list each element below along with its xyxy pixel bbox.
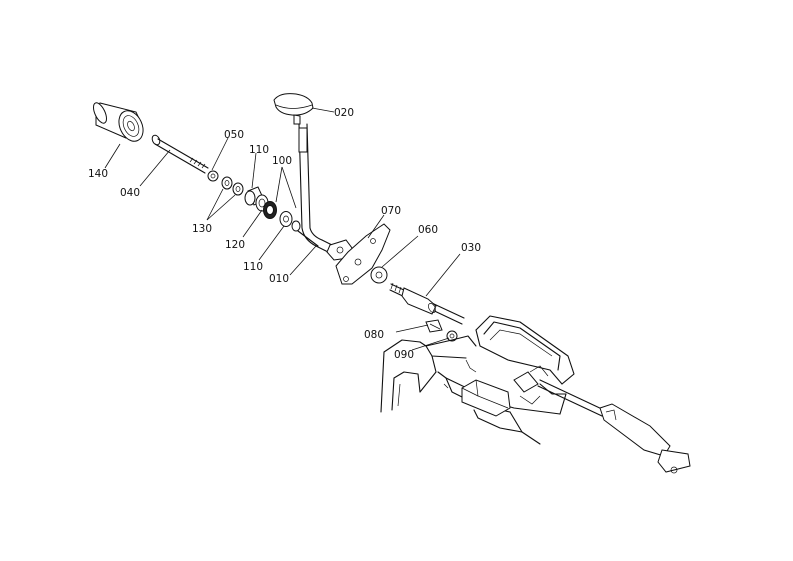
housing-assembly <box>380 315 575 445</box>
part-110-bushing-lower <box>279 211 301 232</box>
callout-080: 080 <box>364 329 384 341</box>
part-030-rod <box>389 282 465 325</box>
callout-060: 060 <box>418 224 438 236</box>
callout-100: 100 <box>272 155 292 167</box>
part-020-knob <box>273 93 314 125</box>
part-070-plate <box>335 223 391 285</box>
callout-120: 120 <box>225 239 245 251</box>
linkage-rod-end <box>537 379 691 474</box>
part-100-bearing <box>263 201 277 219</box>
callout-050: 050 <box>224 129 244 141</box>
callout-labels: 020 140 040 050 110 100 130 120 110 010 … <box>88 107 481 361</box>
callout-130: 130 <box>192 223 212 235</box>
callout-010: 010 <box>269 273 289 285</box>
part-130-washers <box>221 176 244 196</box>
callout-020: 020 <box>334 107 354 119</box>
part-090-nut <box>446 330 458 342</box>
callout-030: 030 <box>461 242 481 254</box>
part-140-sleeve <box>93 102 144 142</box>
leader-lines <box>104 107 461 351</box>
callout-070: 070 <box>381 205 401 217</box>
part-010-lever <box>297 123 353 261</box>
callout-110-lower: 110 <box>243 261 263 273</box>
part-060-washer <box>370 266 388 284</box>
callout-140: 140 <box>88 168 108 180</box>
callout-040: 040 <box>120 187 140 199</box>
part-080-pin <box>425 319 443 333</box>
part-040-rod <box>151 134 209 174</box>
callout-090: 090 <box>394 349 414 361</box>
callout-110-upper: 110 <box>249 144 269 156</box>
part-050-nut <box>207 170 219 182</box>
